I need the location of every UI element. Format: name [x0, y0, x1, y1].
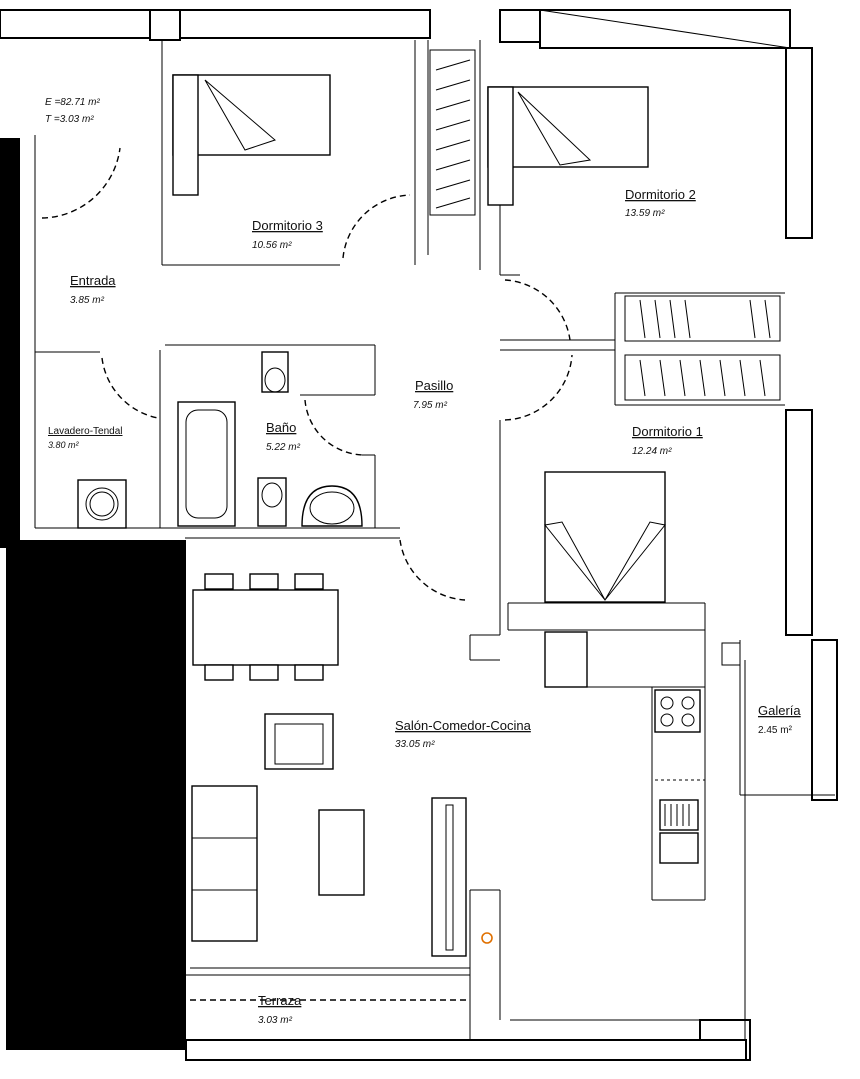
outer-walls — [0, 9, 838, 1061]
column-marker — [481, 932, 493, 944]
bedroom2-name: Dormitorio 2 — [625, 187, 696, 202]
bedroom1-name: Dormitorio 1 — [632, 424, 703, 439]
corridor-name: Pasillo — [415, 378, 453, 393]
bedroom2-area: 13.59 m² — [625, 208, 665, 219]
bidet — [257, 477, 287, 527]
wardrobe-bedroom1-lower — [624, 354, 781, 401]
bathroom-name: Baño — [266, 420, 296, 435]
exterior-mass-upper — [0, 138, 20, 548]
living-name: Salón-Comedor-Cocina — [395, 718, 532, 733]
laundry-area: 3.80 m² — [48, 440, 80, 450]
coffee-table — [318, 809, 365, 896]
exterior-mass-lower — [6, 540, 186, 1050]
bathtub — [177, 401, 236, 527]
kitchen-counter — [544, 630, 706, 901]
dining-table — [192, 573, 339, 681]
toilet-top — [261, 351, 289, 393]
laundry-name: Lavadero-Tendal — [48, 426, 123, 437]
wardrobe-corridor — [429, 49, 476, 216]
summary-built-area: E =82.71 m² — [45, 97, 100, 108]
wardrobe-bedroom1-upper — [624, 295, 781, 342]
bed-bedroom3 — [172, 74, 331, 196]
bathroom-area: 5.22 m² — [266, 442, 301, 453]
entrance-name: Entrada — [70, 273, 116, 288]
terrace-area: 3.03 m² — [258, 1015, 293, 1026]
doors — [41, 147, 573, 1001]
terrace-name: Terraza — [258, 993, 302, 1008]
interior-walls — [34, 40, 835, 1040]
corridor-area: 7.95 m² — [413, 400, 448, 411]
summary-terrace-area: T =3.03 m² — [45, 114, 94, 125]
washing-machine — [77, 479, 127, 529]
gallery-area: 2.45 m² — [758, 725, 793, 736]
gallery-name: Galería — [758, 703, 801, 718]
bed-bedroom1 — [544, 471, 666, 603]
entrance-area: 3.85 m² — [70, 295, 105, 306]
bedroom3-area: 10.56 m² — [252, 240, 292, 251]
bedroom1-area: 12.24 m² — [632, 446, 672, 457]
sofa — [191, 785, 258, 942]
living-area: 33.05 m² — [395, 739, 435, 750]
washbasin — [301, 485, 363, 527]
bedroom3-name: Dormitorio 3 — [252, 218, 323, 233]
tv-unit — [431, 797, 467, 957]
bed-bedroom2 — [487, 86, 649, 206]
armchair — [264, 713, 334, 770]
